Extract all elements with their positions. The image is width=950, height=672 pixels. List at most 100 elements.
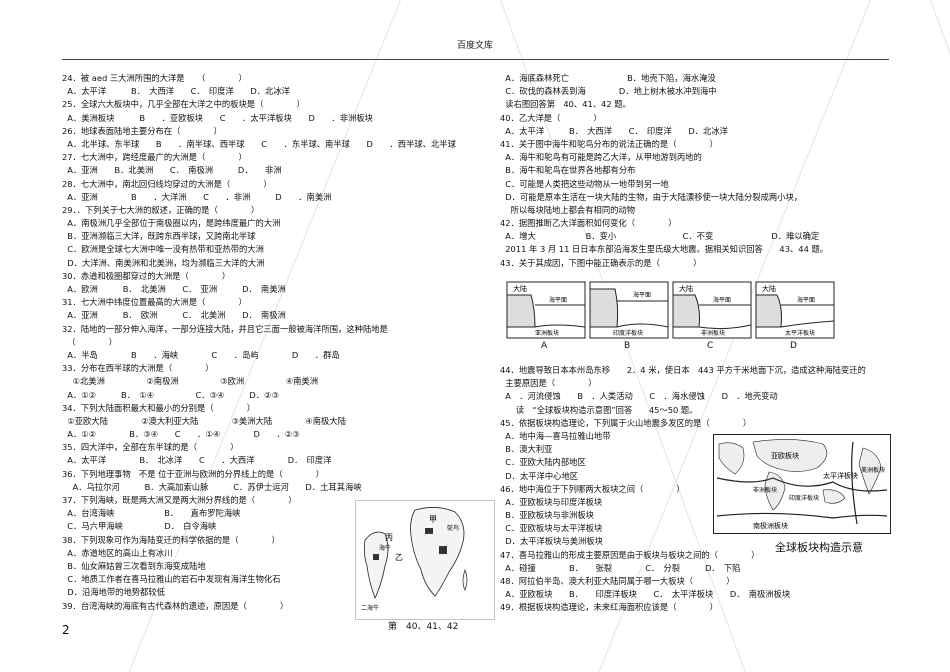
text-line: A．美洲板块 B ．亚欧板块 C ．太平洋板块 D ．非洲板块 (62, 112, 373, 123)
text-line: 30．赤道和极圈都穿过的大洲是（ ） (62, 270, 231, 281)
text-line: A．太平洋 B． 大西洋 C． 印度洋 D．北冰洋 (62, 86, 290, 97)
text-line: C．欧洲是全球七大洲中唯一没有热带和亚热带的大洲 (62, 244, 264, 255)
label-bing: 丙 (385, 533, 393, 542)
watermark-line (930, 0, 950, 672)
text-line: 24．被 aed 三大洲所围的大洋是 （ ） (62, 73, 247, 83)
text-line: A．海底森林死亡 B．地壳下陷，海水淹没 (500, 73, 716, 83)
text-line: 主要原因是（ ） (500, 378, 597, 389)
panel-c-bottom-label: 非洲板块 (701, 329, 725, 337)
right-column-bottom: 44．地震导致日本本州岛东移 2．4 米，使日本 443 平方千米地面下沉，造成… (500, 364, 895, 615)
text-line: C．可能是人类把这些动物从一地带到另一地 (500, 178, 669, 189)
text-line: C．亚欧板块与太平洋板块 (500, 523, 603, 534)
panel-d: 大陆 海平面 太平洋板块 (755, 281, 835, 339)
text-line: 38．下列现象可作为海陆变迁的科学依据的是（ ） (62, 534, 280, 545)
text-line: （ ） (62, 336, 118, 347)
text-line: 46．地中海位于下列哪两大板块之间（ ） (500, 483, 685, 494)
text-line: D．太平洋中心地区 (500, 470, 579, 481)
text-line: A．亚洲 B ．大洋洲 C ．非洲 D ．南美洲 (62, 191, 332, 202)
text-line: A．南极洲几乎全部位于南极圈以内，是跨纬度最广的大洲 (62, 218, 281, 229)
panel-a: 大陆 海平面 亚洲板块 (506, 281, 586, 339)
map-caption: 第 40、41、42 (388, 622, 459, 632)
text-line: A．亚洲 B．北美洲 C． 南极洲 D． 非洲 (62, 165, 282, 176)
africa-shape (410, 507, 465, 597)
text-line: A．太平洋 B． 大西洋 C． 印度洋 D．北冰洋 (500, 125, 728, 136)
text-line: B．海牛和鸵鸟在世界各地都有分布 (500, 165, 636, 176)
text-line: B．亚欧板块与非洲板块 (500, 510, 594, 521)
text-line: A．①② B．③④ C ．①④ D ．②③ (62, 429, 300, 440)
text-line: C．亚欧大陆内部地区 (500, 457, 586, 468)
text-line: A．①② B． ①④ C．③④ D．②③ (62, 389, 279, 400)
label-african: 非洲板块 (753, 486, 777, 494)
text-line: 41．关于图中海牛和鸵鸟分布的说法正确的是（ ） (500, 138, 718, 149)
text-line: B．亚洲濒临三大洋，既跨东西半球，又跨南北半球 (62, 231, 256, 242)
page-number: 2 (62, 623, 70, 637)
text-line: A．太平洋 B． 北冰洋 C ．大西洋 D． 印度洋 (62, 455, 332, 466)
text-line: 所以每块陆地上都会有相同的动物 (500, 204, 636, 215)
text-line: 读 “全球板块构造示意图”回答 45～50 题。 (500, 404, 698, 415)
text-line: D．大洋洲、南美洲和北美洲，均为濒临三大洋的大洲 (62, 257, 265, 268)
text-line: C．马六甲海峡 D． 白令海峡 (62, 521, 217, 532)
label-eurasian: 亚欧板块 (771, 451, 799, 460)
panel-a-right-label: 海平面 (549, 296, 567, 304)
text-line: 29．．下列关于七大洲的叙述，正确的是（ ） (62, 204, 260, 215)
text-line: D．可能是原本生活在一块大陆的生物，由于大陆漂移使一块大陆分裂成两小块， (500, 191, 803, 202)
text-line: A．欧洲 B． 北美洲 C． 亚洲 D． 南美洲 (62, 284, 286, 294)
text-line: A．北半球、东半球 B ．南半球、西半球 C ．东半球、南半球 D ．西半球、北… (62, 138, 456, 149)
right-column-top: A．海底森林死亡 B．地壳下陷，海水淹没 C．砍伐的森林丢到海 D．地上树木被水… (500, 72, 895, 270)
label-ostrich: 鸵鸟 (447, 524, 459, 532)
text-line: A．地中海—喜马拉雅山地带 (500, 430, 611, 441)
text-line: 37．下列海峡，既是两大洲又是两大洲分界线的是（ ） (62, 495, 297, 505)
text-line: 读右图回答第 40、41、42 题。 (500, 99, 631, 110)
text-line: 47．喜马拉雅山的形成主要原因是由于板块与板块之间的（ ） (500, 549, 760, 560)
option-b-label: B (624, 341, 631, 351)
text-line: 36．下列地理事物 不是 位于亚洲与欧洲的分界线上的是（ ） (62, 468, 325, 479)
page-header: 百度文库 (456, 41, 493, 51)
text-line: 45．依据板块构造理论，下列属于火山地震多发区的是（ ） (500, 417, 752, 428)
panel-a-bottom-label: 亚洲板块 (535, 329, 559, 337)
text-line: D．太平洋板块与美洲板块 (500, 536, 603, 547)
header-rule (62, 59, 889, 60)
label-indian: 印度洋板块 (789, 494, 819, 502)
text-line: A．亚欧板块与印度洋板块 (500, 496, 603, 507)
tectonic-map: 亚欧板块 美洲板块 太平洋板块 非洲板块 印度洋板块 南极洲板块 (713, 434, 891, 534)
south-america-shape (363, 531, 389, 599)
label-jia: 甲 (429, 515, 437, 524)
option-a-label: A (541, 341, 548, 351)
panel-d-left-label: 大陆 (762, 284, 776, 293)
text-line: 40．乙大洋是（ ） (500, 112, 602, 123)
panel-b: 海平面 印度洋板块 (589, 281, 669, 339)
text-line: 39．台湾海峡的海底有古代森林的遗迹，原因是（ ） (62, 600, 289, 611)
panel-b-right-label: 海平面 (633, 291, 651, 299)
label-american: 美洲板块 (861, 466, 885, 474)
madagascar-shape (462, 568, 468, 591)
panel-d-right-label: 海平面 (797, 296, 815, 304)
text-line: 34．下列大陆面积最大和最小的分别是（ ） (62, 402, 256, 413)
text-line: D．沿海地带的地势都较低 (62, 587, 165, 598)
text-line: 49．根据板块构造理论，未来红海面积应该是（ ） (500, 602, 718, 613)
q43-diagram: 大陆 海平面 亚洲板块 海平面 印度洋板块 大陆 海平面 非洲板块 大陆 海平面… (506, 281, 835, 339)
label-manatee: 海牛 (379, 544, 391, 552)
text-line: A．增大 B．变小 C．不变 D．难以确定 (500, 231, 820, 242)
option-d-label: D (790, 341, 797, 351)
text-line: 42．据图推断乙大洋面积如何变化（ ） (500, 218, 677, 229)
panel-c-right-label: 海平面 (713, 296, 731, 304)
text-line: B．澳大利亚 (500, 444, 553, 455)
text-line: A．碰撞 B． 张裂 C． 分裂 D． 下陷 (500, 562, 741, 573)
panel-c-left-label: 大陆 (679, 284, 693, 293)
text-line: A．乌拉尔河 B．大高加索山脉 C．苏伊士运河 D．土耳其海峡 (62, 481, 362, 492)
ostrich-area-1 (425, 528, 433, 534)
text-line: 27．七大洲中，跨经度最广的大洲是（ ） (62, 152, 247, 163)
left-column: 24．被 aed 三大洲所围的大洋是 （ ） A．太平洋 B． 大西洋 C． 印… (62, 72, 482, 613)
text-line: A．台湾海峡 B． 直布罗陀海峡 (62, 508, 241, 519)
label-manatee-2: 二海牛 (361, 604, 379, 612)
text-line: A．半岛 B ．海峡 C ．岛屿 D ．群岛 (62, 349, 340, 360)
text-line: A ．河流侵蚀 B ．人类活动 C ．海水侵蚀 D ．地壳变动 (500, 391, 778, 402)
text-line: 31．七大洲中纬度位置最高的大洲是（ ） (62, 297, 247, 308)
text-line: ①北美洲 ②南极洲 ③欧洲 ④南美洲 (62, 376, 319, 387)
text-line: B．仙女麻姑曾三次看到东海变成陆地 (62, 560, 206, 571)
tectonic-caption: 全球板块构造示意 (775, 541, 863, 554)
manatee-area (373, 554, 379, 560)
text-line: C．砍伐的森林丢到海 D．地上树木被水冲到海中 (500, 86, 717, 97)
option-c-label: C (707, 341, 714, 351)
text-line: A．亚欧板块 B． 印度洋板块 C． 太平洋板块 D． 南极洲板块 (500, 589, 791, 600)
